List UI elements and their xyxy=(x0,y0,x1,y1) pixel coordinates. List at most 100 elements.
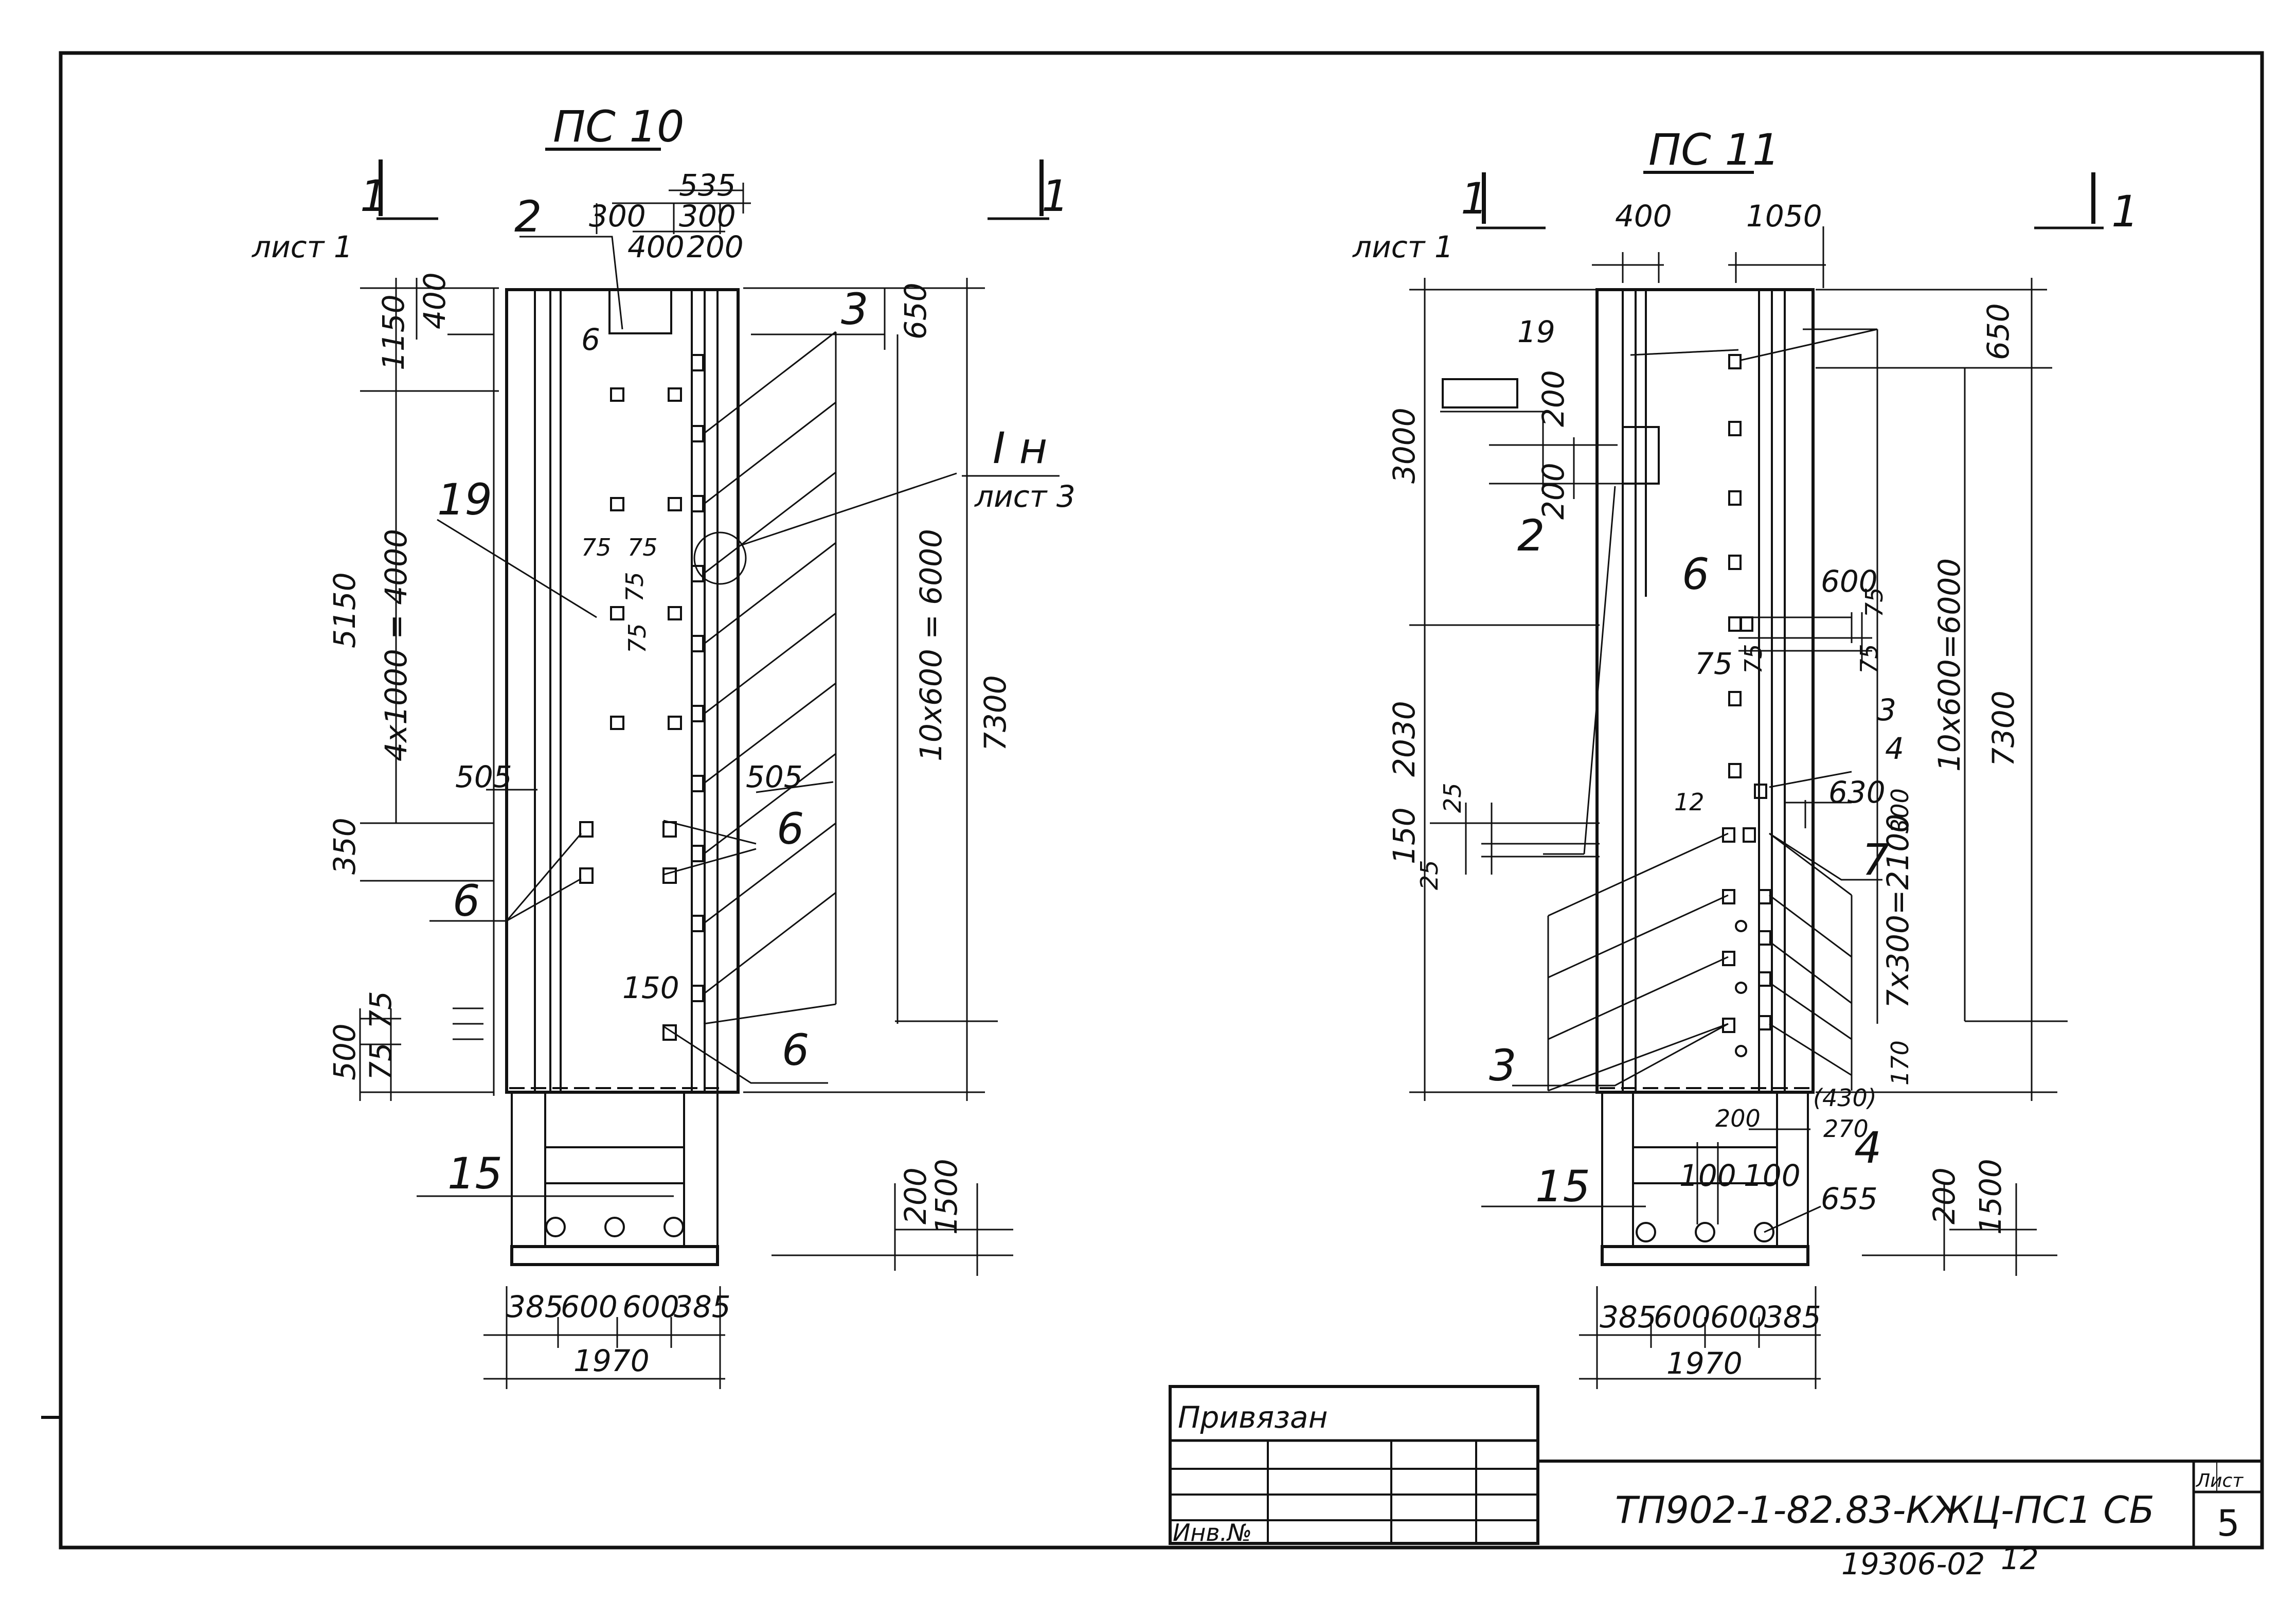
left-section-mark-right: 1 xyxy=(1042,171,1069,221)
right-dim-left-6: 25 xyxy=(1415,860,1443,890)
right-mark-19: 19 xyxy=(1517,314,1555,349)
right-dim-mid-11: 270 xyxy=(1823,1115,1869,1143)
left-mark-6-top: 6 xyxy=(581,322,600,357)
left-dim-mid-1: 75 xyxy=(627,534,658,561)
left-dim-right-1: 10х600 = 6000 xyxy=(913,529,948,761)
right-dim-mid-9: 170 xyxy=(1886,1040,1914,1086)
right-mark-15: 15 xyxy=(1535,1161,1590,1212)
left-view-title: ПС 10 xyxy=(553,101,684,152)
right-section-mark-right: 1 xyxy=(2111,186,2139,237)
footer-suffix: 12 xyxy=(2001,1541,2039,1576)
left-dim-left-3: 4х1000 = 4000 xyxy=(379,529,414,761)
left-mark-6-left: 6 xyxy=(453,876,480,926)
right-dim-left-2: 200 xyxy=(1536,463,1571,520)
right-dim-mid-12: 200 xyxy=(1715,1105,1761,1132)
right-dim-left-3: 2030 xyxy=(1387,701,1422,777)
right-dim-left-5: 150 xyxy=(1387,807,1422,864)
left-dim-mid-6: 150 xyxy=(622,970,679,1005)
left-dim-top-0: 535 xyxy=(679,168,736,203)
right-dim-top-1: 1050 xyxy=(1746,199,1822,234)
right-dim-left-4: 25 xyxy=(1439,783,1466,813)
right-dim-right-4: 1500 xyxy=(1973,1159,2008,1235)
right-mark-7: 7 xyxy=(1862,834,1889,885)
left-sheet-ref: лист 1 xyxy=(252,229,353,264)
right-dim-right-2: 7300 xyxy=(1986,690,2021,767)
bound-label: Привязан xyxy=(1178,1400,1328,1435)
sheet-number: 5 xyxy=(2217,1502,2240,1544)
left-dim-bottom-2: 600 xyxy=(622,1289,679,1324)
right-dim-mid-7: 12 xyxy=(1674,788,1705,816)
right-dim-mid-1: 75 xyxy=(1860,587,1888,617)
right-view xyxy=(1409,171,2104,1389)
right-dim-mid-8: 7х300=2100 xyxy=(1880,814,1915,1008)
left-dim-right-3: 200 xyxy=(898,1167,933,1224)
right-dim-bottom-2: 600 xyxy=(1710,1300,1767,1335)
left-dim-left-2: 5150 xyxy=(327,572,362,648)
right-dim-bottom-1: 600 xyxy=(1654,1300,1711,1335)
right-dim-mid-15: 655 xyxy=(1821,1181,1878,1216)
left-mark-19: 19 xyxy=(437,474,492,525)
right-dim-bottom-3: 385 xyxy=(1764,1300,1821,1335)
left-mark-15: 15 xyxy=(447,1148,503,1199)
left-view xyxy=(359,148,1060,1389)
left-mark-6-right: 6 xyxy=(777,804,804,854)
left-dim-left-0: 1150 xyxy=(376,294,411,370)
inv-label: Инв.№ xyxy=(1173,1519,1252,1546)
right-sheet-ref: лист 1 xyxy=(1352,229,1454,264)
sheet-label: Лист xyxy=(2195,1470,2244,1491)
left-dim-bottom-4: 1970 xyxy=(573,1343,650,1378)
left-dim-mid-0: 75 xyxy=(581,534,612,561)
left-section-mark-left: 1 xyxy=(360,171,387,221)
left-dim-top-2: 300 xyxy=(679,199,736,234)
left-callout-ref: I н xyxy=(993,423,1047,473)
right-dim-mid-13: 100 xyxy=(1679,1158,1736,1193)
left-dim-mid-2: 75 xyxy=(621,572,649,602)
left-dim-mid-4: 505 xyxy=(455,759,512,794)
left-callout-sheet: лист 3 xyxy=(974,479,1075,514)
left-dim-top-4: 200 xyxy=(687,229,744,264)
right-dim-right-3: 200 xyxy=(1927,1167,1962,1224)
right-dim-mid-5: 630 xyxy=(1828,775,1886,810)
right-mark-4-upper: 4 xyxy=(1885,731,1904,766)
right-mark-4-lower: 4 xyxy=(1854,1123,1881,1173)
right-dim-mid-3: 75 xyxy=(1695,646,1733,681)
right-dim-bottom-4: 1970 xyxy=(1666,1346,1743,1381)
right-panel-outline xyxy=(1595,288,1815,1094)
right-dim-mid-10: (430) xyxy=(1813,1084,1877,1112)
right-dim-left-1: 200 xyxy=(1536,370,1571,427)
left-dim-left-6: 75 xyxy=(363,991,398,1029)
left-dim-mid-5: 505 xyxy=(746,759,803,794)
drawing-code: ТП902-1-82.83-КЖЦ-ПС1 СБ xyxy=(1615,1488,2155,1532)
right-dim-mid-0: 600 xyxy=(1821,564,1878,599)
left-dim-bottom-3: 385 xyxy=(674,1289,731,1324)
right-dim-mid-14: 100 xyxy=(1744,1158,1801,1193)
left-dim-right-0: 650 xyxy=(898,282,933,340)
right-dim-right-1: 10х600=6000 xyxy=(1932,558,1967,772)
title-block xyxy=(1169,1385,2262,1548)
left-dim-top-3: 400 xyxy=(627,229,685,264)
footer-number: 19306-02 xyxy=(1841,1546,1985,1581)
left-mark-3: 3 xyxy=(841,284,868,334)
left-dim-left-7: 75 xyxy=(363,1042,398,1080)
right-mark-6: 6 xyxy=(1682,549,1709,599)
left-dim-left-4: 350 xyxy=(327,817,362,875)
left-dim-right-2: 7300 xyxy=(978,675,1013,751)
right-view-title: ПС 11 xyxy=(1648,125,1780,175)
left-dim-mid-3: 75 xyxy=(623,623,651,653)
right-section-mark-left: 1 xyxy=(1461,173,1488,224)
right-mark-2: 2 xyxy=(1517,510,1545,561)
left-dim-bottom-1: 600 xyxy=(561,1289,618,1324)
right-dim-mid-6: 300 xyxy=(1886,788,1914,833)
left-dim-bottom-0: 385 xyxy=(507,1289,564,1324)
right-mark-3-upper: 3 xyxy=(1877,692,1896,727)
right-mark-3-lower: 3 xyxy=(1489,1040,1516,1091)
right-dim-top-0: 400 xyxy=(1615,199,1672,234)
right-dim-right-0: 650 xyxy=(1981,303,2016,360)
right-dim-left-0: 3000 xyxy=(1387,407,1422,484)
left-dim-left-1: 400 xyxy=(417,272,452,329)
sheet-frame xyxy=(41,51,2264,1550)
left-mark-2: 2 xyxy=(514,191,542,242)
right-dim-mid-4: 75 xyxy=(1739,644,1767,674)
